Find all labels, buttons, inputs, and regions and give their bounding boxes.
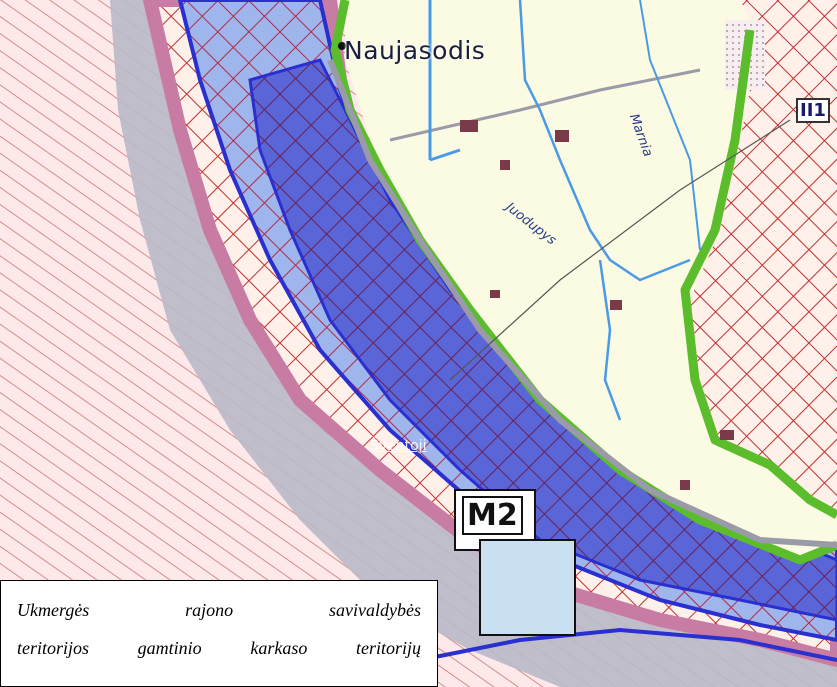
zone-code-label: M2 bbox=[462, 496, 523, 535]
road-branch bbox=[389, 68, 701, 142]
stream-3 bbox=[598, 259, 622, 421]
stream-2 bbox=[518, 0, 691, 282]
hatched-zone-east bbox=[690, 0, 837, 520]
lower-river-boundary bbox=[419, 627, 837, 662]
field-area bbox=[345, 0, 837, 560]
river-core bbox=[248, 58, 837, 622]
nature-frame-boundary-east bbox=[680, 29, 837, 519]
river-label: Šventoji bbox=[370, 438, 427, 454]
caption-box: Ukmergės rajono savivaldybės teritorijos… bbox=[0, 580, 438, 687]
zone-box-settlement bbox=[479, 539, 576, 636]
place-label: Naujasodis bbox=[344, 36, 486, 65]
zone-code-label: II1 bbox=[796, 98, 830, 123]
caption-line: Ukmergės rajono savivaldybės bbox=[17, 600, 421, 620]
caption-line: teritorijos gamtinio karkaso teritorijų bbox=[17, 638, 421, 658]
road bbox=[327, 58, 837, 548]
buildings bbox=[338, 42, 734, 490]
stream-1 bbox=[428, 0, 461, 162]
stream-4 bbox=[639, 0, 701, 251]
power-line bbox=[449, 119, 791, 381]
